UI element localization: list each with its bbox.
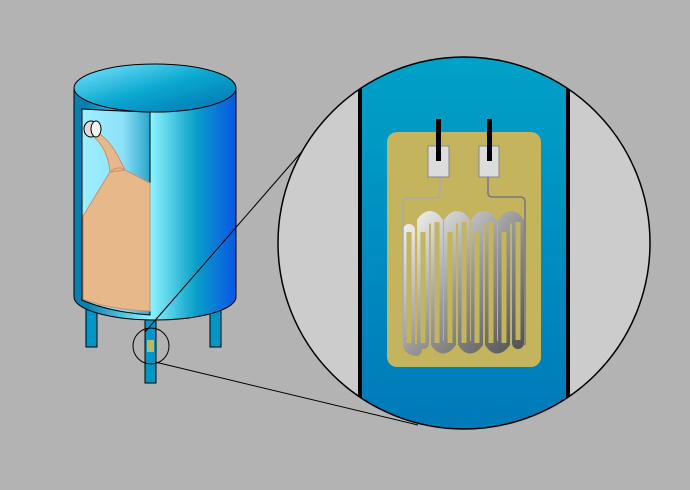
tank-top <box>73 63 237 113</box>
gauge-wire-right <box>487 176 526 345</box>
magnifier-small-circle <box>132 327 170 365</box>
pipe-sensor <box>147 340 154 352</box>
inlet-nozzle-icon <box>83 120 102 138</box>
magnified-view <box>278 57 650 429</box>
tank-liquid <box>82 132 151 312</box>
gauge-wire-left <box>402 176 441 345</box>
magnifier-line-bottom <box>154 361 419 426</box>
magnifier-line-top <box>144 139 313 333</box>
tank <box>73 63 237 384</box>
lead-wire-right <box>487 119 492 161</box>
magnifier-large-circle <box>277 56 651 430</box>
lead-wire-left <box>436 119 441 161</box>
strain-gauge-icon <box>387 119 541 367</box>
